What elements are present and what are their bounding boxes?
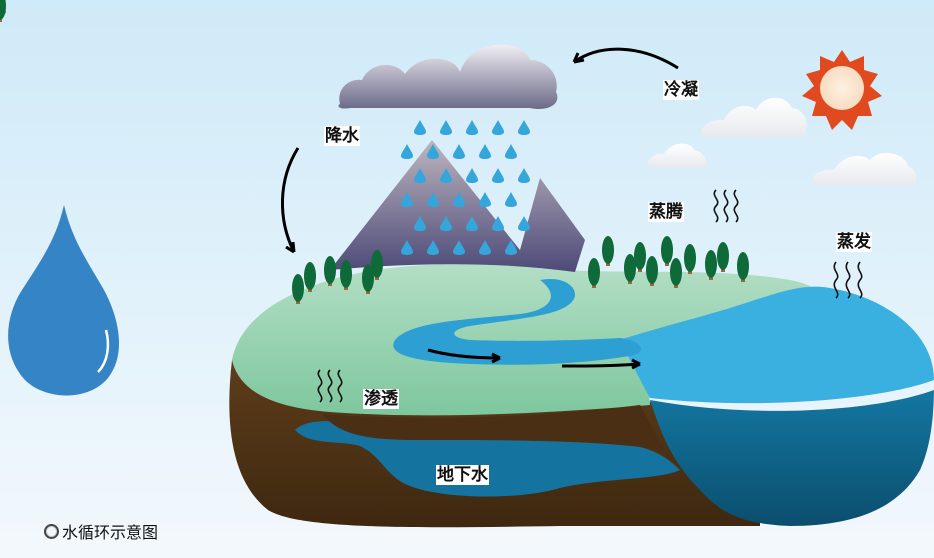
label-groundwater: 地下水 [436,465,489,485]
vapor-waves [317,189,863,403]
diagram-caption: 水循环示意图 [44,519,158,543]
river-arrow-1 [427,348,501,360]
label-infiltration: 渗透 [363,389,399,409]
river-arrow-2 [561,362,641,368]
white-clouds [647,97,917,186]
sun-icon [802,50,882,130]
water-drop-icon [8,205,120,396]
label-transpiration: 蒸腾 [648,202,684,222]
rain-cloud [338,44,558,110]
groundwater [295,421,680,497]
caption-text: 水循环示意图 [62,523,159,542]
condensation-arrow [573,47,679,70]
label-evaporation: 蒸发 [836,232,872,252]
lake [620,286,934,404]
flow-arrows [280,47,679,370]
precipitation-arrow [280,147,300,253]
label-condensation: 冷凝 [663,80,699,100]
label-precipitation: 降水 [324,126,360,146]
land-block [229,264,934,528]
river [393,278,641,365]
trees [0,0,749,304]
circle-bullet-icon [44,523,59,539]
